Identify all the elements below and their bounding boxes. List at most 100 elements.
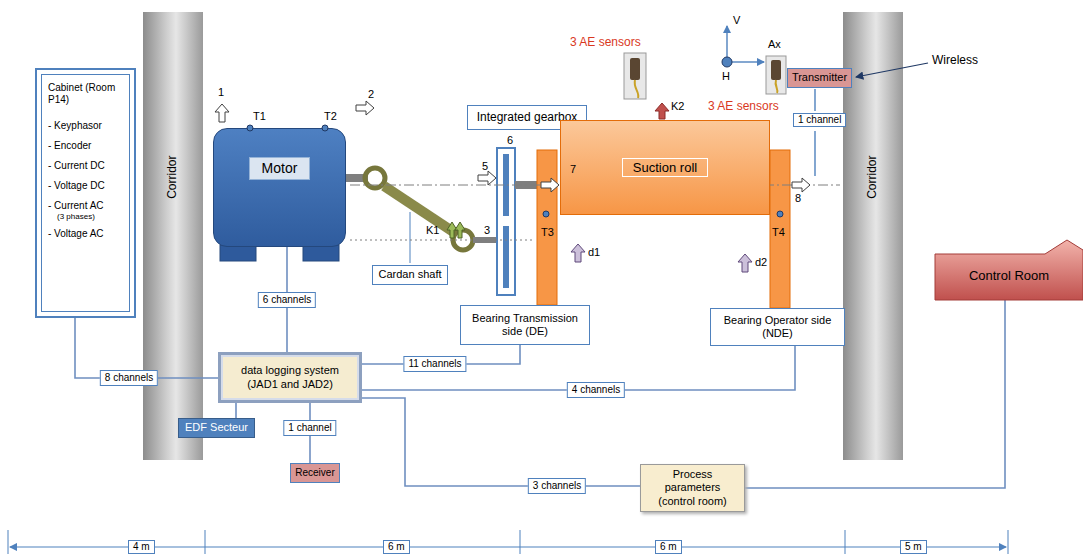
displacement-arrow	[738, 254, 752, 272]
dimension-line	[10, 546, 1006, 547]
motor-foot	[303, 245, 339, 261]
dimension-tick	[8, 530, 9, 554]
ae-sensor-body	[771, 60, 781, 80]
sensor-tag: T3	[541, 226, 554, 239]
house-shape	[935, 240, 1083, 300]
dimension: 5 m	[900, 540, 927, 554]
temperature-point	[777, 211, 783, 217]
sensor-tag: K1	[426, 224, 439, 237]
reference-line	[350, 240, 535, 241]
callout-number: 2	[368, 88, 374, 101]
node-label: Cardan shaft	[379, 268, 442, 281]
bearing-label-box: Bearing Transmission side (DE)	[460, 305, 590, 345]
annotation: Wireless	[932, 54, 978, 68]
signal-list-item: - Keyphasor	[48, 120, 102, 132]
ae-sensor-photo	[766, 56, 786, 94]
channel-count: 6 channels	[258, 292, 316, 308]
signal-list-item: - Encoder	[48, 140, 91, 152]
sensor-cable	[814, 89, 815, 111]
sensor-tag: T1	[253, 110, 266, 123]
vibration-arrow	[792, 178, 810, 192]
dimension: 6 m	[383, 540, 410, 554]
ae-sensor-cable	[635, 80, 639, 98]
receiver-box: Receiver	[290, 463, 340, 483]
ae-sensor-cable	[776, 80, 778, 93]
axis-name: H	[722, 70, 730, 83]
sensor-note: 3 AE sensors	[708, 100, 779, 114]
signal-list-item: - Voltage DC	[48, 180, 105, 192]
sensor-cable	[814, 131, 815, 176]
dimension: 6 m	[655, 540, 682, 554]
vibration-arrow	[478, 171, 496, 185]
speed-arrow	[655, 103, 669, 119]
callout-number: 1	[218, 86, 224, 99]
speed-arrow	[455, 222, 465, 238]
dimension: 4 m	[128, 540, 155, 554]
displacement-arrow	[571, 244, 585, 262]
vibration-arrow	[215, 104, 229, 122]
power-supply-box: EDF Secteur	[178, 418, 255, 438]
motor-body: Motor	[213, 128, 346, 247]
signal-list-item: - Current AC	[48, 200, 104, 212]
node-label: Suction roll	[622, 158, 708, 178]
dimension-tick	[205, 530, 206, 554]
sensor-tag: T4	[772, 226, 785, 239]
corridor-band: Corridor	[843, 12, 903, 460]
callout-number: 6	[507, 134, 513, 147]
axis-name: Ax	[768, 38, 781, 51]
node-label: data logging system (JAD1 and JAD2)	[229, 364, 351, 390]
corridor-band: Corridor	[143, 12, 203, 460]
bearing-pedestal	[770, 150, 790, 308]
signal-cable	[362, 398, 640, 486]
axis-arrow	[726, 26, 727, 57]
cabinet-box: Cabinet (Room P14)- Keyphasor- Encoder- …	[35, 68, 136, 318]
node-label: Corridor	[166, 156, 180, 199]
data-logger-box: data logging system (JAD1 and JAD2)	[218, 352, 362, 403]
motor-foot	[220, 245, 256, 261]
ae-sensor-body	[630, 58, 640, 80]
callout-number: 3	[484, 224, 490, 237]
sensor-tag: d2	[755, 256, 767, 269]
callout-number: 7	[570, 163, 576, 176]
temperature-point	[543, 211, 549, 217]
gearbox-housing	[497, 148, 515, 295]
part-label-box: Cardan shaft	[372, 265, 448, 285]
bearing-label-box: Bearing Operator side (NDE)	[710, 308, 845, 346]
transmitter-box: Transmitter	[787, 68, 852, 88]
axis-arrow	[732, 61, 764, 62]
channel-count: 4 channels	[567, 382, 625, 398]
control-room-house: Control Room	[935, 240, 1083, 300]
node-label: Transmitter	[792, 71, 847, 84]
signal-list-item: (3 phases)	[57, 212, 95, 222]
node-label: Corridor	[866, 156, 880, 199]
suction-roll: Suction roll	[560, 120, 770, 215]
channel-count: 1 channel	[283, 420, 336, 436]
sensor-tag: K2	[671, 100, 684, 113]
channel-count: 1 channel	[793, 113, 846, 127]
node-label: Process parameters (control room)	[646, 468, 739, 508]
signal-list-item: - Current DC	[48, 160, 105, 172]
channel-count: 3 channels	[528, 478, 586, 494]
vibration-arrow	[541, 178, 559, 192]
dimension-tick	[520, 530, 521, 554]
axis-name: V	[733, 14, 740, 27]
ae-sensor-photo	[624, 53, 646, 99]
callout-number: 5	[482, 160, 488, 173]
process-box: Process parameters (control room)	[640, 464, 745, 512]
sensor-note: 3 AE sensors	[570, 36, 641, 50]
dimension-tick	[1008, 530, 1009, 554]
vibration-arrow	[356, 101, 374, 115]
dimension-tick	[845, 530, 846, 554]
gear-wheel	[503, 226, 509, 288]
temperature-point	[322, 125, 328, 131]
callout-number: 8	[795, 192, 801, 205]
node-label: Control Room	[969, 268, 1049, 284]
temperature-point	[247, 125, 253, 131]
node-label: Motor	[249, 157, 311, 180]
node-label: EDF Secteur	[185, 421, 248, 434]
leader-line	[410, 212, 411, 263]
sensor-tag: T2	[324, 110, 337, 123]
sensor-tag: d1	[588, 246, 600, 259]
